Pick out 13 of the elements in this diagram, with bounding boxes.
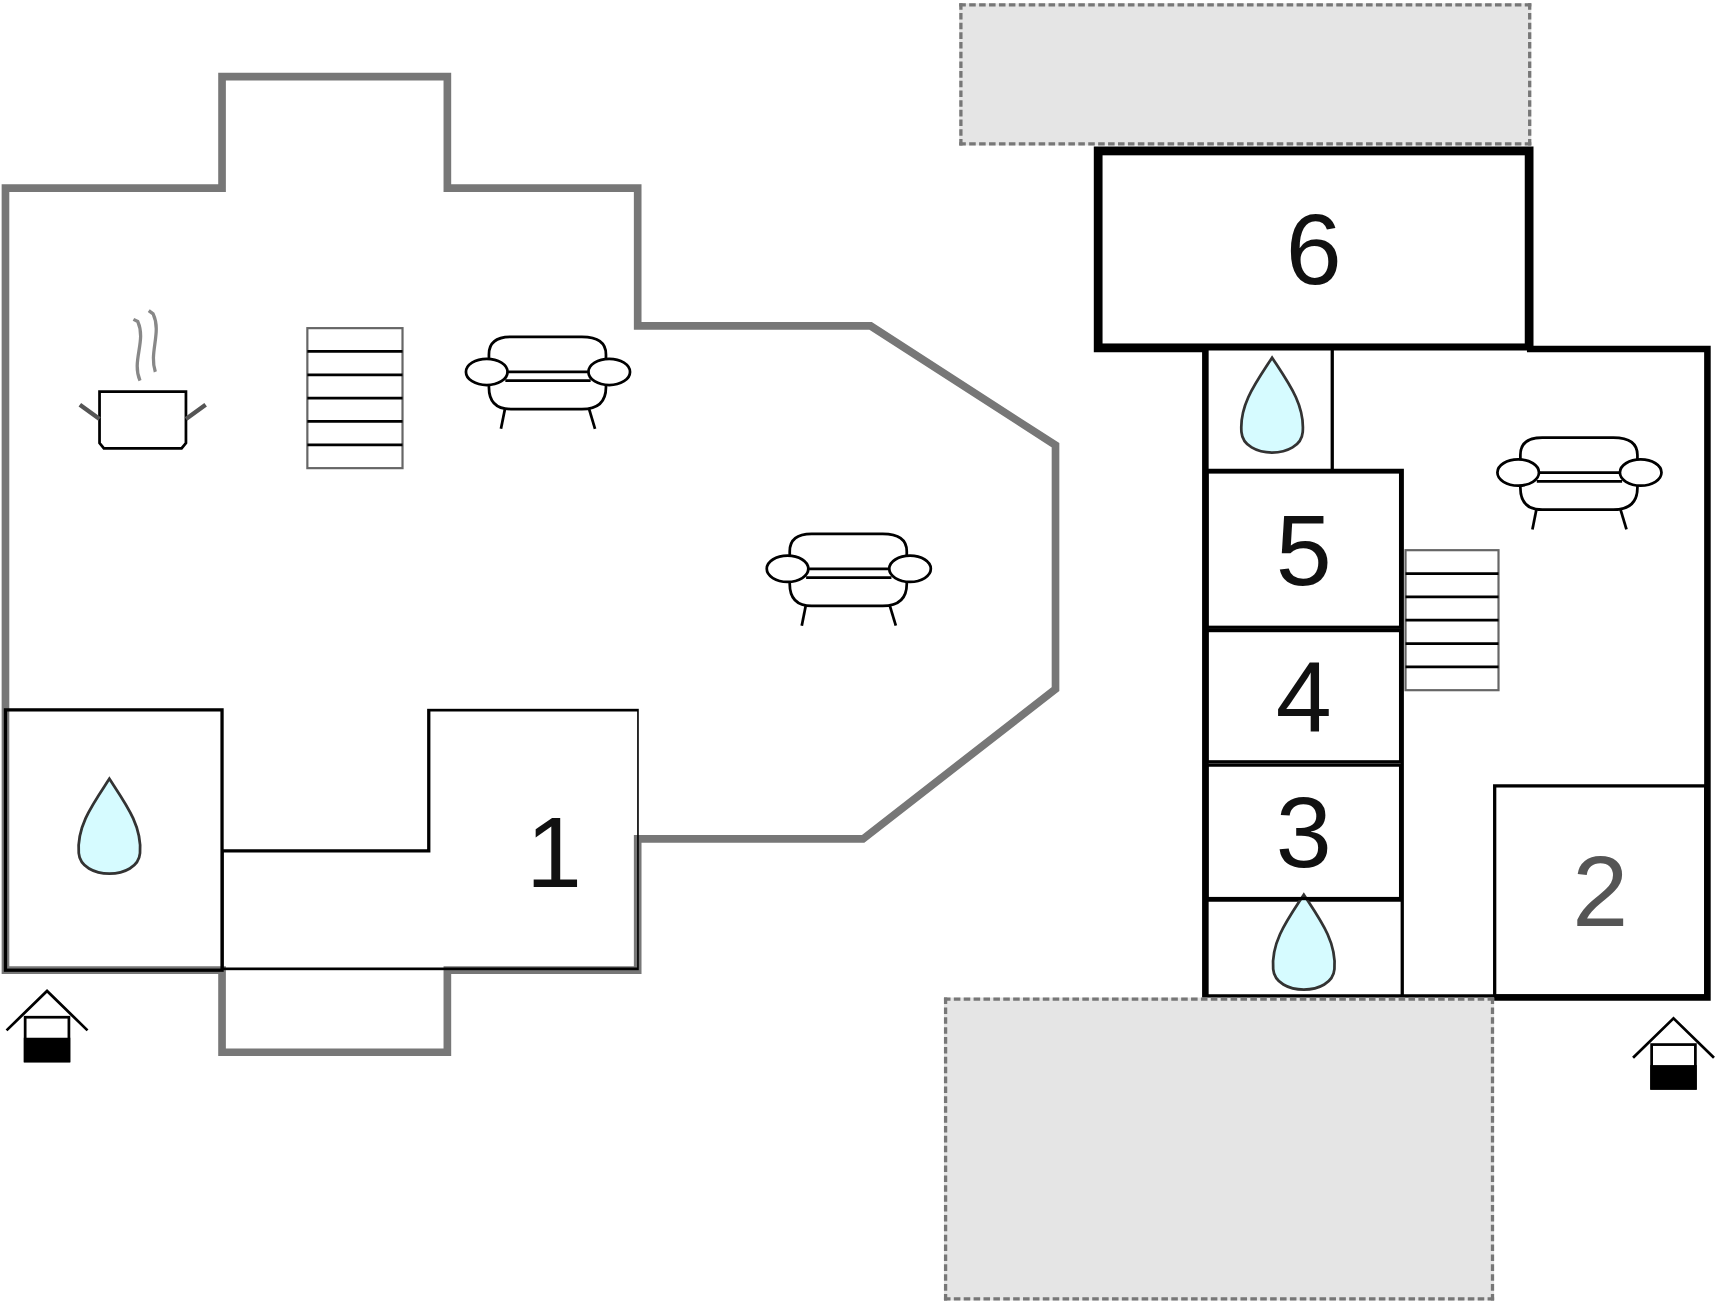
room bbox=[1205, 628, 1403, 764]
room bbox=[1205, 763, 1403, 901]
room-number: 6 bbox=[1285, 199, 1342, 300]
room-number: 5 bbox=[1275, 499, 1332, 600]
room-number: 4 bbox=[1275, 645, 1332, 747]
room bbox=[1205, 470, 1403, 629]
terrace-area bbox=[959, 3, 1532, 146]
room bbox=[1493, 784, 1708, 998]
room bbox=[222, 708, 639, 971]
room-number: 3 bbox=[1275, 781, 1332, 883]
room-number: 1 bbox=[525, 801, 582, 903]
room-number: 2 bbox=[1572, 840, 1629, 942]
terrace-area bbox=[943, 997, 1495, 1301]
